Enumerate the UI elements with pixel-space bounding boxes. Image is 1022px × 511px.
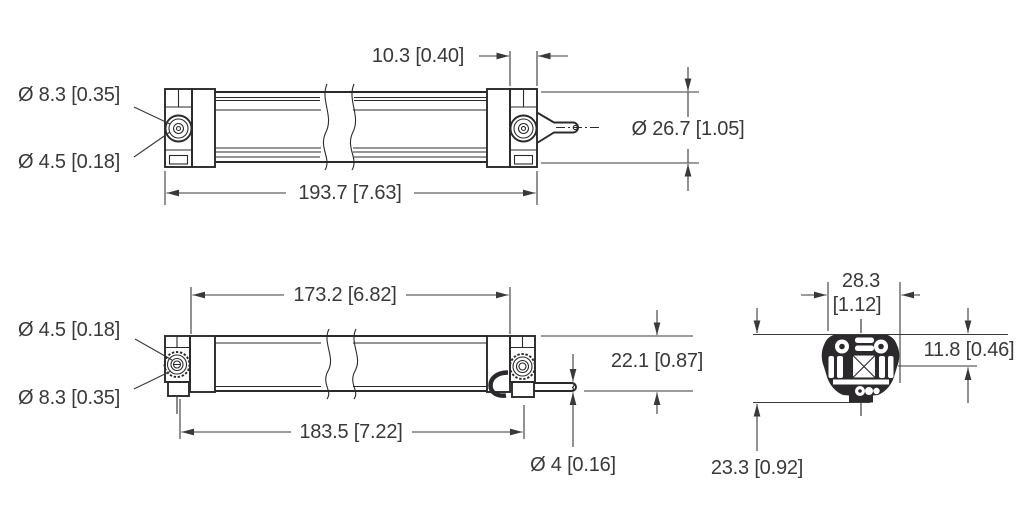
break-line [325, 328, 332, 400]
mounting-foot [167, 381, 190, 397]
bottom-right-bracket [486, 335, 536, 398]
dim-label-dia-hole-top: Ø 4.5 [0.18] [17, 151, 121, 173]
cable-connector [536, 111, 600, 144]
dim-label-inner-length: 173.2 [6.82] [288, 285, 402, 305]
break-line [349, 83, 357, 171]
dim-label-end-width: 10.3 [0.40] [371, 45, 465, 67]
dim-label-outer-length: 183.5 [7.22] [294, 422, 408, 442]
extension-lines [164, 51, 699, 205]
dim-label-dia-hole-bottom: Ø 4.5 [0.18] [17, 319, 121, 341]
end-view-dimensions [753, 282, 1008, 451]
dim-label-overall-length: 193.7 [7.63] [293, 183, 407, 203]
dim-label-dia-counterbore-top: Ø 8.3 [0.35] [17, 84, 121, 106]
top-right-bracket [486, 88, 538, 168]
dim-label-end-width-mm: 28.3 [841, 270, 881, 292]
extension-lines [753, 282, 1008, 404]
bottom-left-bracket [163, 335, 216, 414]
top-view-dimensions [133, 51, 699, 205]
mounting-foot [511, 381, 535, 398]
bottom-view [133, 287, 693, 447]
leader-lines [133, 106, 171, 158]
dim-label-dia-counterbore-bottom: Ø 8.3 [0.35] [17, 387, 121, 409]
dim-label-height: 22.1 [0.87] [610, 350, 704, 372]
bottom-body-profile [215, 328, 487, 400]
top-left-bracket [164, 88, 216, 168]
dim-label-cable-diameter: Ø 4 [0.16] [530, 454, 616, 476]
extension-lines [179, 287, 693, 439]
dim-label-upper-height: 11.8 [0.46] [923, 339, 1015, 361]
cable-exit [488, 370, 577, 398]
dim-label-overall-height: 23.3 [0.92] [710, 457, 804, 479]
section-cutouts [828, 337, 894, 396]
dim-label-end-width-inch: [1.12] [832, 294, 882, 316]
break-line [352, 328, 359, 400]
threaded-hole [509, 353, 536, 380]
dim-label-body-diameter: Ø 26.7 [1.05] [631, 118, 745, 140]
top-view [133, 51, 699, 205]
end-view [753, 282, 1008, 451]
mounting-hole [509, 114, 538, 143]
cable-bend [488, 370, 509, 398]
bottom-view-dimensions [133, 287, 693, 447]
top-body-profile [215, 83, 487, 171]
leader-lines [133, 338, 173, 390]
cable-end [570, 382, 575, 392]
break-line [322, 83, 330, 171]
cross-brace [852, 354, 876, 379]
mounting-hole [164, 114, 193, 143]
